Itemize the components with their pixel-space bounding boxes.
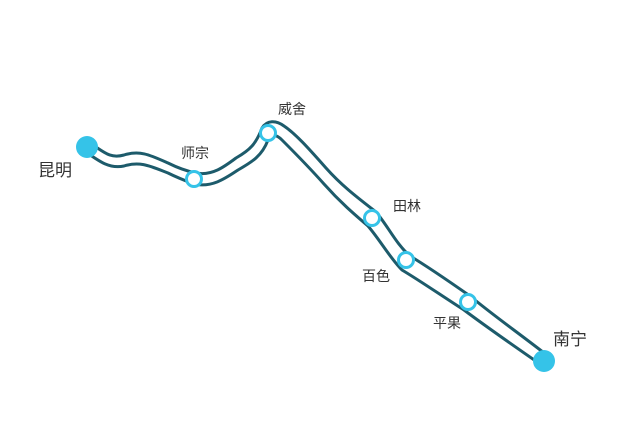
station-marker-shizong[interactable] bbox=[185, 170, 203, 188]
station-labels: 昆明 师宗 威舍 田林 百色 平果 南宁 bbox=[38, 102, 587, 350]
terminal-marker-kunming[interactable] bbox=[76, 136, 98, 158]
track-rail-lower bbox=[84, 134, 542, 366]
station-label-pingguo: 平果 bbox=[433, 316, 461, 332]
stations bbox=[76, 124, 555, 372]
station-label-shizong: 师宗 bbox=[181, 146, 209, 162]
station-label-tianlin: 田林 bbox=[393, 199, 421, 215]
railway-track bbox=[84, 120, 550, 366]
station-label-kunming: 昆明 bbox=[38, 161, 72, 181]
station-label-baise: 百色 bbox=[362, 268, 390, 285]
station-marker-tianlin[interactable] bbox=[363, 209, 381, 227]
station-label-nanning: 南宁 bbox=[553, 330, 587, 350]
station-marker-weishe[interactable] bbox=[259, 124, 277, 142]
terminal-marker-nanning[interactable] bbox=[533, 350, 555, 372]
station-label-weishe: 威舍 bbox=[278, 102, 306, 118]
station-marker-baise[interactable] bbox=[397, 251, 415, 269]
station-marker-pingguo[interactable] bbox=[459, 293, 477, 311]
track-rail-upper bbox=[88, 120, 550, 358]
